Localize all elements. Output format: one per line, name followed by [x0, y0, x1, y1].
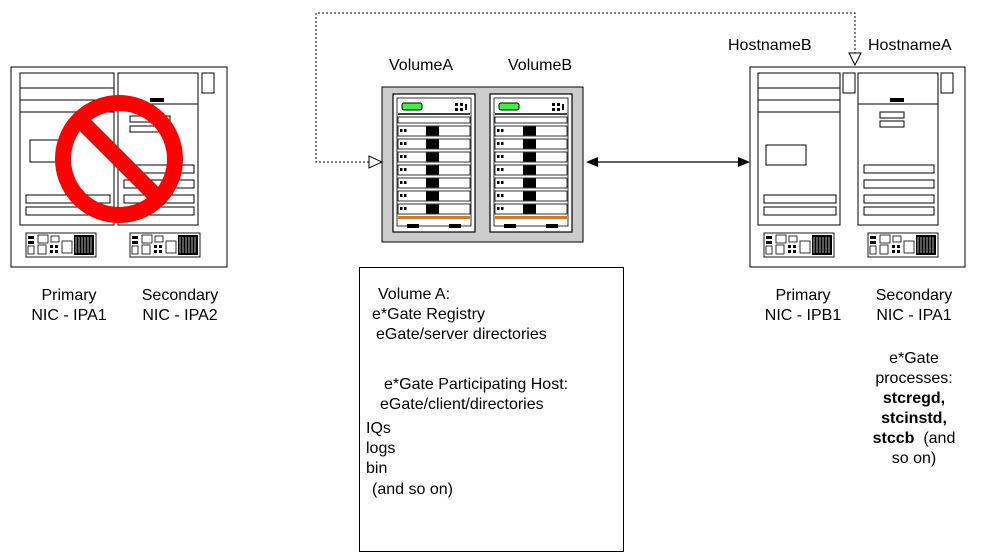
nic-card-icon	[129, 232, 201, 258]
volume-info-line: eGate/server directories	[376, 326, 547, 343]
nic-card-icon	[763, 232, 835, 258]
volume-info-box: Volume A: e*Gate Registry eGate/server d…	[359, 267, 624, 552]
volume-info-line: e*Gate Registry	[372, 306, 485, 323]
volume-info-line: eGate/client/directories	[380, 396, 544, 413]
failover-path	[315, 12, 862, 169]
volume-b-label: VolumeB	[508, 57, 573, 74]
prohibited-icon	[55, 95, 183, 223]
storage-enclosure	[381, 86, 584, 243]
volume-info-line: (and so on)	[372, 481, 453, 498]
volume-a-label: VolumeA	[389, 57, 454, 74]
volume-info-line: bin	[366, 460, 388, 477]
nic-card-icon	[867, 232, 939, 258]
hostname-a-label: HostnameA	[868, 37, 952, 54]
left-secondary-nic-label: Secondary NIC - IPA2	[141, 287, 219, 324]
left-primary-nic-label: Primary NIC - IPA1	[31, 287, 107, 324]
right-secondary-nic-label: Secondary NIC - IPA1	[875, 287, 953, 324]
volume-info-line: e*Gate Participating Host:	[384, 376, 569, 393]
right-server	[749, 66, 966, 268]
volume-b-unit	[490, 94, 572, 232]
volume-info-line: logs	[366, 440, 396, 457]
volume-a-unit	[393, 94, 475, 232]
link-arrow	[586, 157, 750, 167]
volume-info-line: IQs	[366, 420, 391, 437]
egate-processes-label: e*Gate processes: stcregd, stcinstd, stc…	[872, 350, 956, 467]
right-primary-nic-label: Primary NIC - IPB1	[764, 287, 842, 324]
volume-info-line: Volume A:	[378, 286, 451, 303]
nic-card-icon	[25, 232, 97, 258]
hostname-b-label: HostnameB	[728, 37, 812, 54]
